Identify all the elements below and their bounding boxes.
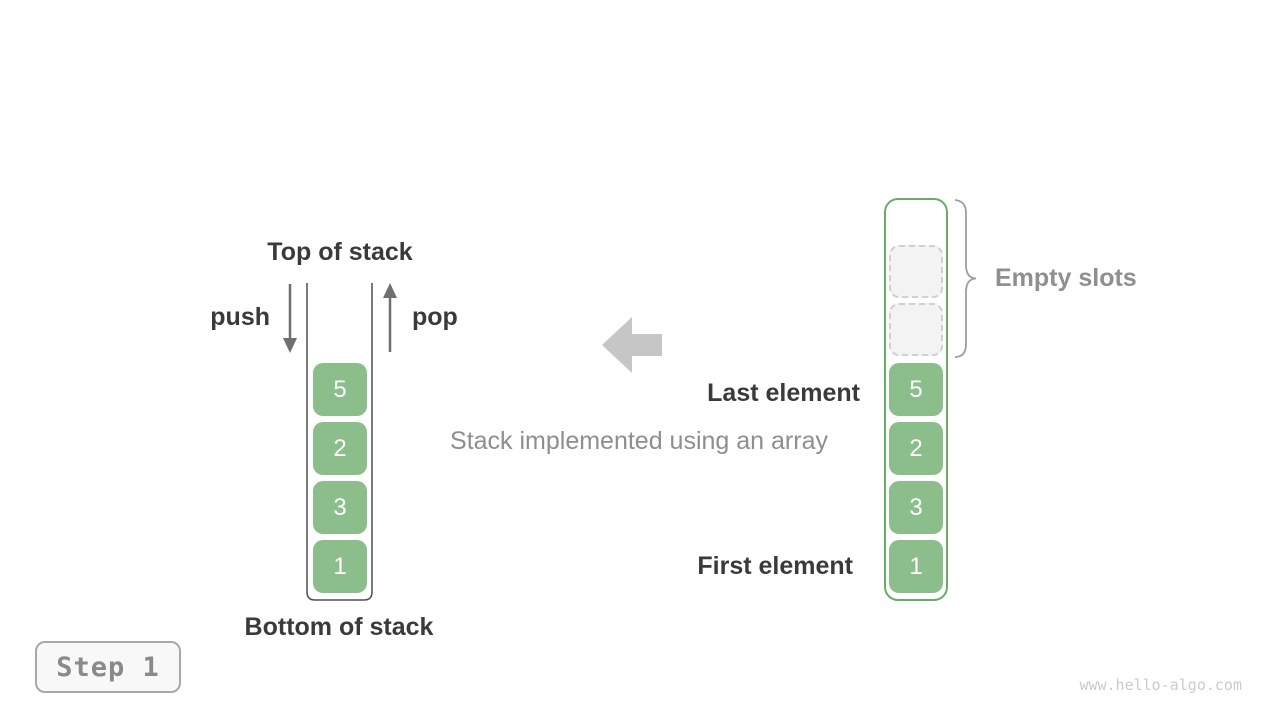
empty-slots-brace — [954, 199, 977, 358]
stack-cell: 1 — [313, 540, 367, 593]
stack-cell: 2 — [313, 422, 367, 475]
array-cell: 5 — [889, 363, 943, 416]
push-label: push — [210, 303, 270, 331]
empty-slot — [889, 245, 943, 298]
array-cell: 3 — [889, 481, 943, 534]
diagram-caption: Stack implemented using an array — [450, 427, 828, 455]
stack-cell: 3 — [313, 481, 367, 534]
stack-cell: 5 — [313, 363, 367, 416]
first-element-label: First element — [697, 552, 853, 580]
pop-arrow-icon — [383, 283, 397, 352]
array-cell: 2 — [889, 422, 943, 475]
watermark: www.hello-algo.com — [1079, 676, 1242, 694]
left-block-arrow-icon — [602, 317, 662, 373]
step-badge: Step 1 — [35, 641, 181, 693]
array-cell: 1 — [889, 540, 943, 593]
empty-slots-label: Empty slots — [995, 264, 1137, 292]
pop-label: pop — [412, 303, 458, 331]
push-arrow-icon — [283, 284, 297, 353]
top-of-stack-label: Top of stack — [267, 238, 413, 266]
bottom-of-stack-label: Bottom of stack — [244, 613, 434, 641]
last-element-label: Last element — [707, 379, 860, 407]
empty-slot — [889, 303, 943, 356]
step-badge-label: Step 1 — [56, 651, 160, 683]
